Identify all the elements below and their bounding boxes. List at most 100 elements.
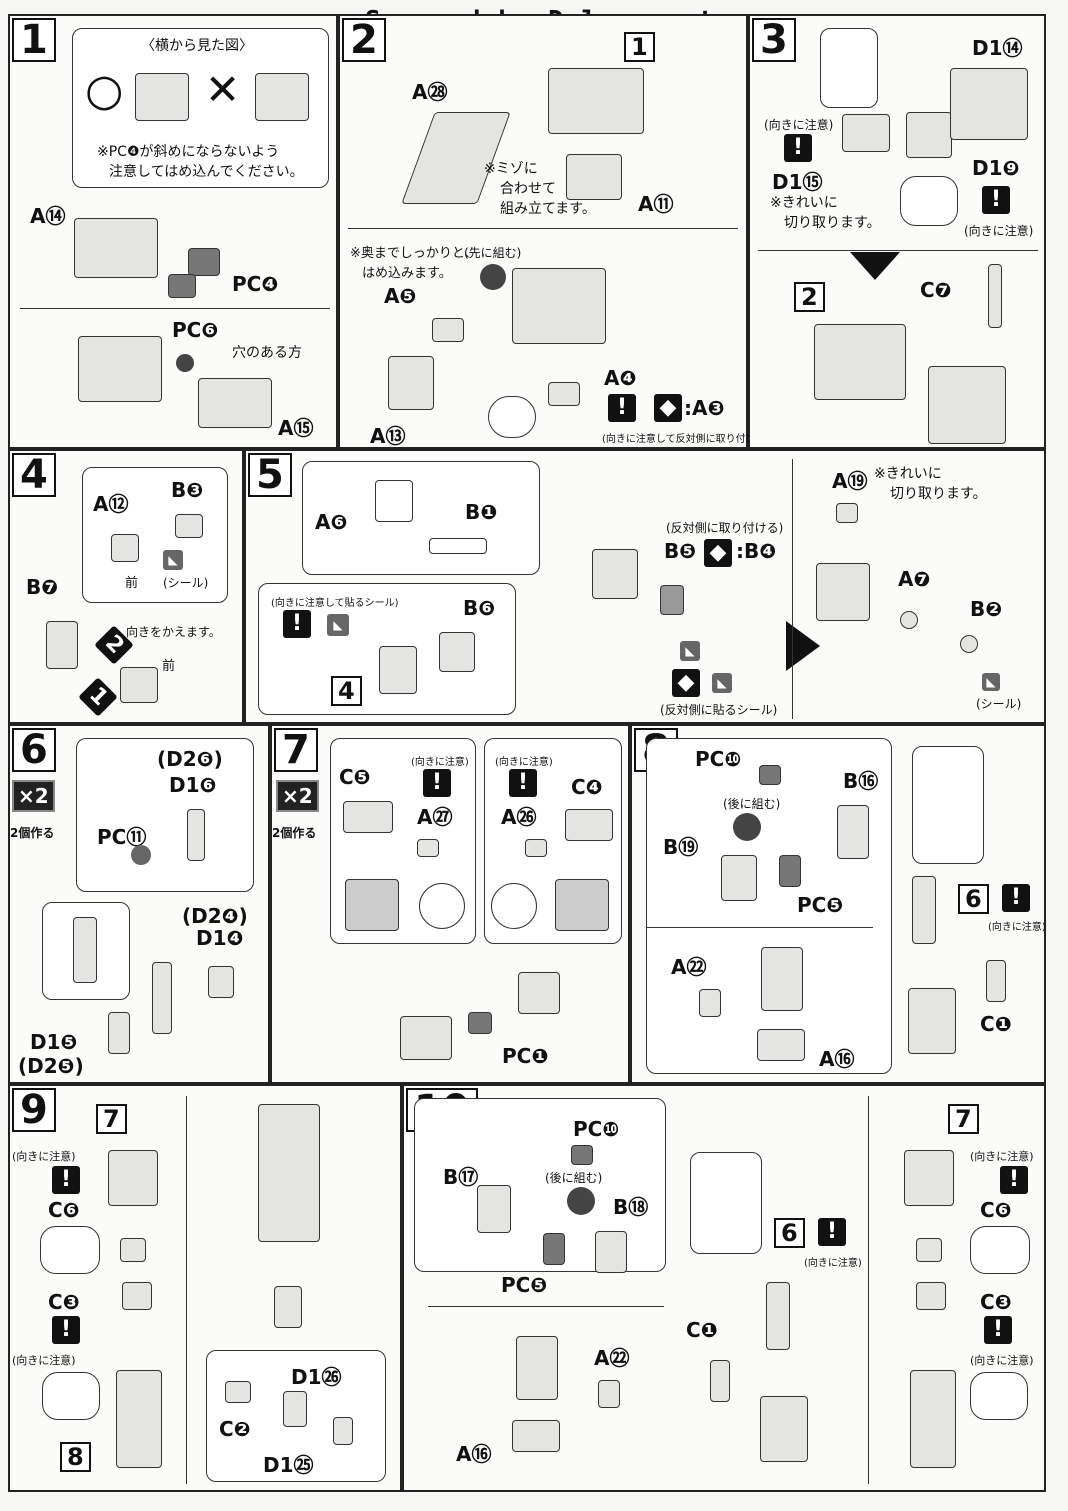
part-upper [108, 1150, 158, 1206]
divider [868, 1096, 869, 1484]
label-d24: (D2❹) [182, 904, 248, 928]
part-leg [116, 1370, 162, 1468]
warning-icon: ! [423, 769, 451, 797]
part-a13 [388, 356, 434, 410]
detail-callout: A⑫ B❸ ◣ (シール) 前 [82, 467, 228, 603]
part-a6 [375, 480, 413, 522]
orient-seal-note: (向きに注意して貼るシール) [271, 598, 399, 609]
divider [647, 927, 873, 928]
x2-note: 2個作る [272, 826, 317, 840]
orient-note: (向きに注意) [988, 922, 1046, 933]
part-pc10 [759, 765, 781, 785]
right-callout: (向きに注意) ! A㉖ C❹ [484, 738, 622, 944]
label-a11: A⑪ [638, 192, 674, 216]
orient-note: (向きに注意) [764, 118, 834, 132]
part-a11 [566, 154, 622, 200]
c3-detail [42, 1372, 100, 1420]
label-c5: C❺ [339, 765, 371, 789]
x2-badge: ×2 [276, 780, 319, 812]
step-number: 9 [12, 1088, 56, 1132]
part-frame [766, 1282, 790, 1350]
side-view-callout: 〈横から見た図〉 ○ ✕ ※PC❹が斜めにならないよう 注意してはめ込んでくださ… [72, 28, 329, 188]
step-2-panel: 2 1 A㉘ ※ミゾに 合わせて 組み立てます。 A⑪ ※奥までしっかりと、 は… [338, 14, 770, 449]
label-a13: A⑬ [370, 424, 406, 448]
first-note: (先に組む) [464, 246, 522, 260]
part-c6 [120, 1238, 146, 1262]
warning-icon: ! [784, 134, 812, 162]
ref-step-7: 7 [96, 1104, 127, 1134]
label-b7: B❼ [26, 575, 59, 599]
deep-note: ※奥までしっかりと、 [350, 246, 478, 261]
label-b5: B❺ [664, 539, 697, 563]
part-c3 [122, 1282, 152, 1310]
label-b18: B⑱ [613, 1195, 649, 1219]
detail-callout-2 [912, 746, 984, 864]
detail-square [555, 879, 609, 931]
label-b4: :B❹ [736, 539, 777, 563]
label-a5: A❺ [384, 284, 417, 308]
label-pc4: PC❹ [232, 272, 279, 296]
mirror-icon: ◆ [704, 539, 732, 567]
part-b3 [175, 514, 203, 538]
label-b1: B❶ [465, 500, 498, 524]
part-d126 [283, 1391, 307, 1427]
sticker-note: (シール) [163, 576, 209, 590]
step-3-panel: 3 D1⑭ (向きに注意) ! D1⑮ D1❾ ※きれいに 切り取ります。 ! … [748, 14, 1046, 449]
sticker-icon: ◣ [712, 673, 732, 693]
label-pc10: PC❿ [695, 747, 742, 771]
label-c3: C❸ [48, 1290, 80, 1314]
part-frame [912, 876, 936, 944]
part-c3 [916, 1282, 946, 1310]
later-note: (後に組む) [545, 1171, 603, 1185]
part-ok [135, 73, 189, 121]
part-c2 [225, 1381, 251, 1403]
label-pc10: PC❿ [573, 1117, 620, 1141]
part-c5 [343, 801, 393, 833]
part-a4 [548, 382, 580, 406]
part-leg [760, 1396, 808, 1462]
ref-step-6: 6 [958, 884, 989, 914]
groove-note: ※ミゾに [484, 161, 538, 177]
part-pc6 [176, 354, 194, 372]
divider [428, 1306, 664, 1307]
label-a19: A⑲ [832, 469, 868, 493]
step-4-panel: 4 A⑫ B❸ ◣ (シール) 前 B❼ 向きをかえます。 2 前 1 [8, 449, 244, 724]
part-upper [904, 1150, 954, 1206]
orient-note: (向きに注意) [411, 757, 469, 768]
c6-detail [40, 1226, 100, 1274]
hole-note: 穴のある方 [232, 345, 302, 361]
label-c1: C❶ [686, 1318, 718, 1342]
part-assembly [516, 1336, 558, 1400]
label-pc5: PC❺ [797, 893, 844, 917]
part-d14 [208, 966, 234, 998]
mirror-icon: ◆ [654, 394, 682, 422]
warning-icon: ! [52, 1166, 80, 1194]
step-number: 3 [752, 18, 796, 62]
part-d1-14 [950, 68, 1028, 140]
label-c7: C❼ [920, 278, 952, 302]
part-b2 [960, 635, 978, 653]
part-c6 [916, 1238, 942, 1262]
a4-detail [488, 396, 536, 438]
label-b16: B⑯ [843, 769, 879, 793]
label-a6: A❻ [315, 510, 348, 534]
part-block [400, 1016, 452, 1060]
label-d125: D1㉕ [263, 1453, 314, 1477]
part-c7 [988, 264, 1002, 328]
label-d16: D1❻ [169, 773, 217, 797]
detail-square [345, 879, 399, 931]
sticker-icon: ◣ [163, 550, 183, 570]
caution-opposite: (向きに注意して反対側に取り付ける) [602, 434, 770, 445]
detail-circle [491, 883, 537, 929]
divider [20, 308, 330, 309]
warning-icon: ! [509, 769, 537, 797]
label-a27: A㉗ [417, 805, 453, 829]
c6-detail [970, 1226, 1030, 1274]
side-view-title: 〈横から見た図〉 [141, 38, 253, 54]
detail-callout: PC❿ B⑰ (後に組む) B⑱ PC❺ [414, 1098, 666, 1297]
part-a19 [836, 503, 858, 523]
part-pc5 [779, 855, 801, 887]
warning-icon: ! [608, 394, 636, 422]
ref-step-2: 2 [794, 282, 825, 312]
